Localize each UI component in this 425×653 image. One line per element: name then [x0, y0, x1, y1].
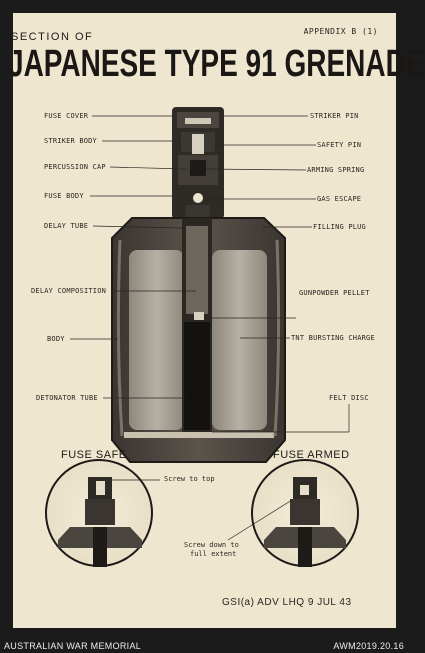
poster-title: JAPANESE TYPE 91 GRENADE — [8, 42, 425, 84]
label-gas-escape: GAS ESCAPE — [317, 195, 362, 203]
label-felt-disc: FELT DISC — [329, 394, 369, 402]
left-leader-lines — [70, 115, 196, 399]
label-tnt-bursting-charge: TNT BURSTING CHARGE — [291, 334, 375, 342]
fuse-safe-illustration — [45, 459, 160, 567]
label-delay-tube: DELAY TUBE — [44, 222, 89, 230]
fuse-assembly — [172, 107, 224, 219]
label-gunpowder-pellet: GUNPOWDER PELLET — [299, 289, 370, 297]
fuse-safe-note: Screw to top — [164, 475, 215, 483]
label-striker-body: STRIKER BODY — [44, 137, 97, 145]
right-leader-lines — [205, 115, 350, 433]
label-safety-pin: SAFETY PIN — [317, 141, 362, 149]
label-fuse-body: FUSE BODY — [44, 192, 84, 200]
fuse-armed-title: FUSE ARMED — [273, 449, 350, 461]
grenade-diagram — [45, 107, 359, 567]
label-percussion-cap: PERCUSSION CAP — [44, 163, 106, 171]
credit-left: AUSTRALIAN WAR MEMORIAL — [4, 641, 142, 651]
fuse-safe-title: FUSE SAFE — [61, 449, 127, 461]
label-body: BODY — [47, 335, 65, 343]
fuse-armed-illustration — [227, 459, 359, 567]
appendix-label: APPENDIX B (1) — [303, 27, 378, 36]
label-fuse-cover: FUSE COVER — [44, 112, 89, 120]
label-detonator-tube: DETONATOR TUBE — [36, 394, 98, 402]
fuse-armed-note-line2: full extent — [190, 550, 237, 558]
label-delay-composition: DELAY COMPOSITION — [31, 287, 107, 295]
section-of-label: SECTION OF — [11, 31, 94, 43]
credit-right: AWM2019.20.16 — [333, 641, 404, 651]
grenade-body — [111, 217, 286, 463]
label-striker-pin: STRIKER PIN — [310, 112, 359, 120]
fuse-armed-note-line1: Screw down to — [184, 541, 239, 549]
issue-stamp: GSI(a) ADV LHQ 9 JUL 43 — [222, 597, 352, 608]
label-arming-spring: ARMING SPRING — [307, 166, 365, 174]
label-filling-plug: FILLING PLUG — [313, 223, 366, 231]
